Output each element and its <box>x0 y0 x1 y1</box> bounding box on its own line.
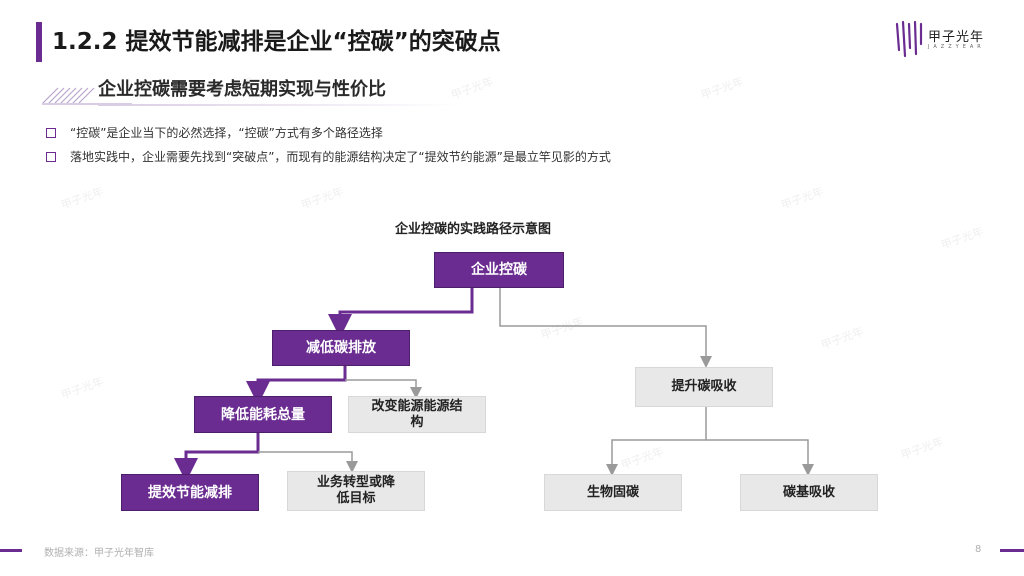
connector-absorption-to-bio <box>606 407 707 476</box>
footer-accent-right <box>1000 549 1024 552</box>
subtitle-underline <box>98 104 463 106</box>
logo-icon <box>895 20 923 58</box>
node-efficiency-reduction: 提效节能减排 <box>121 474 259 511</box>
page-number: 8 <box>975 544 982 555</box>
bullet-item: “控碳”是企业当下的必然选择，“控碳”方式有多个路径选择 <box>46 124 383 141</box>
connector-root-to-reduce-emission <box>328 288 474 338</box>
bullet-text: 落地实践中，企业需要先找到“突破点”，而现有的能源结构决定了“提效节约能源”是最… <box>70 150 611 164</box>
footer-accent-left <box>0 549 22 552</box>
logo-text: 甲子光年 <box>928 30 985 45</box>
node-enterprise-carbon-control: 企业控碳 <box>434 252 564 288</box>
diagram-title: 企业控碳的实践路径示意图 <box>395 222 552 237</box>
bullet-text: “控碳”是企业当下的必然选择，“控碳”方式有多个路径选择 <box>70 126 383 140</box>
node-increase-absorption: 提升碳吸收 <box>635 367 773 407</box>
section-subtitle: 企业控碳需要考虑短期实现与性价比 <box>98 79 386 100</box>
logo-subtext: JAZZYEAR <box>928 44 985 50</box>
connector-emission-to-structure <box>345 379 422 399</box>
node-reduce-energy: 降低能耗总量 <box>194 396 332 433</box>
bullet-square-icon <box>46 151 56 162</box>
title-accent-bar <box>36 22 42 62</box>
bullet-item: 落地实践中，企业需要先找到“突破点”，而现有的能源结构决定了“提效节约能源”是最… <box>46 148 611 165</box>
connector-absorption-to-carbon <box>706 439 814 476</box>
page-title: 1.2.2 提效节能减排是企业“控碳”的突破点 <box>52 29 501 55</box>
node-business-transform: 业务转型或降低目标 <box>287 471 425 511</box>
bullet-square-icon <box>46 127 56 138</box>
node-reduce-emission: 减低碳排放 <box>272 330 410 366</box>
connector-energy-to-business <box>258 451 358 473</box>
data-source: 数据来源：甲子光年智库 <box>44 548 154 559</box>
node-change-energy-structure: 改变能源能源结构 <box>348 396 486 433</box>
connector-energy-to-efficiency <box>174 433 260 482</box>
subtitle-stripes-icon <box>42 87 132 105</box>
connector-root-to-absorption <box>499 288 712 368</box>
node-carbon-absorption: 碳基吸收 <box>740 474 878 511</box>
node-bio-sequestration: 生物固碳 <box>544 474 682 511</box>
connector-emission-to-energy <box>246 366 347 405</box>
